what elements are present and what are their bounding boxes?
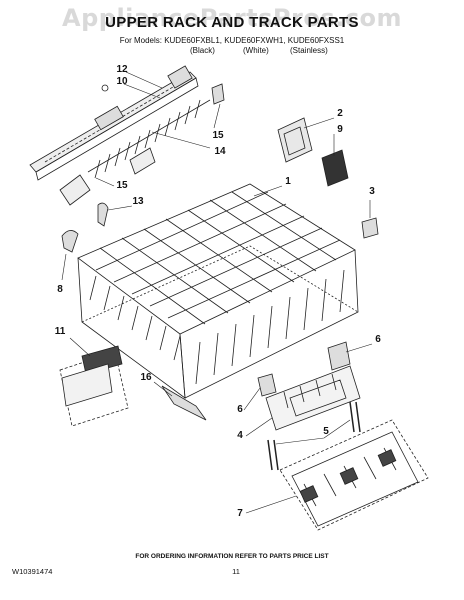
track-rail-assembly [29, 65, 199, 181]
callout-7: 7 [237, 508, 243, 519]
rack-handle [59, 345, 129, 427]
watermark-text: AppliancePartsPros.com [62, 4, 402, 32]
document-id: W10391474 [12, 567, 53, 576]
page-number: 11 [232, 567, 240, 576]
callout-6-left: 6 [237, 404, 243, 415]
callout-5: 5 [323, 426, 329, 437]
adjuster-springs [267, 401, 361, 471]
rack-clips [61, 83, 225, 253]
callout-6-right: 6 [375, 334, 381, 345]
latch-part [161, 385, 207, 421]
callout-leaders [61, 71, 373, 514]
callout-12: 12 [116, 64, 128, 75]
callout-15-upper: 15 [212, 130, 224, 141]
variant-white: (White) [243, 46, 269, 55]
callout-16: 16 [140, 372, 152, 383]
models-line: For Models: KUDE60FXBL1, KUDE60FXWH1, KU… [119, 36, 345, 45]
cutlery-tray [279, 419, 429, 531]
callout-4: 4 [237, 430, 243, 441]
ordering-note: FOR ORDERING INFORMATION REFER TO PARTS … [135, 553, 329, 560]
callout-8: 8 [57, 284, 63, 295]
callout-3: 3 [369, 186, 375, 197]
tine-row [59, 99, 211, 206]
track-stops [257, 341, 351, 397]
variant-black: (Black) [190, 46, 215, 55]
callout-10: 10 [116, 76, 128, 87]
callout-14: 14 [214, 146, 226, 157]
callout-15-lower: 15 [116, 180, 128, 191]
end-cap-clip [361, 217, 379, 239]
rack-adjuster [277, 117, 349, 187]
variant-stainless: (Stainless) [290, 46, 328, 55]
diagram-title: UPPER RACK AND TRACK PARTS [105, 14, 359, 31]
callout-11: 11 [54, 326, 66, 337]
callout-9: 9 [337, 124, 343, 135]
callout-1: 1 [285, 176, 291, 187]
callout-13: 13 [132, 196, 144, 207]
upper-rack-basket [77, 183, 359, 399]
adjuster-housing [265, 365, 361, 431]
callout-2: 2 [337, 108, 343, 119]
